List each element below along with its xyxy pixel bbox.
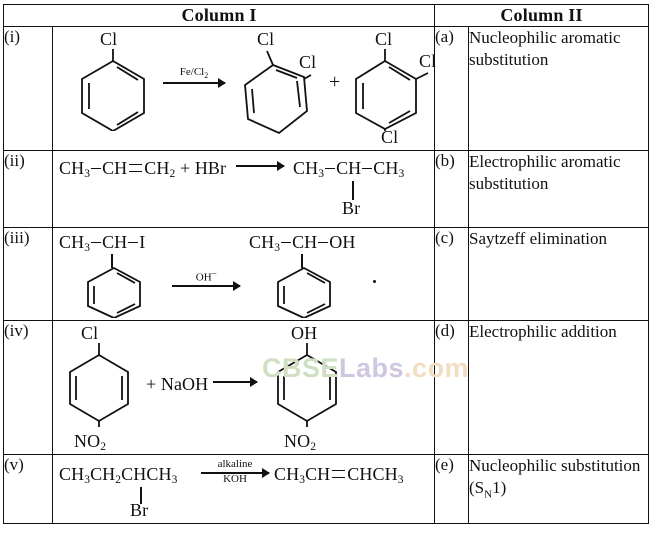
benzene-ring-product-iii xyxy=(277,266,331,318)
reaction-arrow-iii: OH– xyxy=(172,268,241,292)
option-text-c: Saytzeff elimination xyxy=(467,227,649,321)
column2-header: Column II xyxy=(433,4,649,27)
stray-dot-iii xyxy=(373,280,376,283)
reagent-label-iii: OH– xyxy=(195,268,217,284)
substituent-br-v: Br xyxy=(130,500,149,520)
option-text-d: Electrophilic addition xyxy=(467,320,649,455)
reagent-naoh-iv: + NaOH xyxy=(146,374,209,394)
bond-vertical-ii xyxy=(352,181,354,200)
reactant-top-label-iv: Cl xyxy=(81,323,99,343)
product-bottom-label-iv: NO2 xyxy=(284,431,317,454)
row-number-ii: (ii) xyxy=(3,150,53,228)
reaction-arrow-iv xyxy=(213,377,258,387)
reaction-arrow-ii xyxy=(236,161,285,171)
bond-vertical-reactant-iii xyxy=(111,254,113,268)
option-text-b: Electrophilic aromatic substitution xyxy=(467,150,649,228)
product2-label-cl-side-i: Cl xyxy=(419,51,437,71)
reaction-cell-iv: Cl NO2 + NaOH OH xyxy=(52,320,435,455)
bond-vertical-v xyxy=(140,487,142,504)
reagent-above-v: alkaline xyxy=(217,458,253,470)
option-label-a: (a) xyxy=(434,26,469,151)
table-header-row: Column I Column II xyxy=(3,4,649,27)
reaction-arrow-v: alkaline KOH xyxy=(201,458,270,485)
product1-label-cl-side-i: Cl xyxy=(299,52,317,72)
product-top-label-iv: OH xyxy=(291,323,318,343)
option-label-b: (b) xyxy=(434,150,469,228)
matching-table: Column I Column II (i) Cl xyxy=(3,4,649,524)
product2-label-cl-top-i: Cl xyxy=(375,29,393,49)
benzene-ring-product1-i xyxy=(244,50,312,135)
reactant-formula-v: CH3CH2CHCH3 xyxy=(59,464,178,487)
bond-vertical-product-iii xyxy=(301,254,303,268)
reactant-bottom-label-iv: NO2 xyxy=(74,431,107,454)
reaction-arrow-i: Fe/Cl2 xyxy=(163,66,226,88)
worksheet-page: CBSELabs.com Column I Column II (i) Cl xyxy=(0,4,649,544)
table-row: (i) Cl Fe/Cl2 xyxy=(3,26,649,151)
table-row: (iv) Cl NO2 + NaOH xyxy=(3,320,649,455)
reactant-label-cl-i: Cl xyxy=(100,29,118,49)
benzene-ring-reactant-iv xyxy=(69,343,129,427)
option-label-d: (d) xyxy=(434,320,469,455)
row-number-i: (i) xyxy=(3,26,53,151)
plus-sign-i: + xyxy=(329,71,341,93)
reagent-below-v: KOH xyxy=(223,472,247,485)
row-number-iii: (iii) xyxy=(3,227,53,321)
row-number-v: (v) xyxy=(3,454,53,524)
substituent-br-ii: Br xyxy=(342,198,361,218)
reagent-label-i: Fe/Cl2 xyxy=(179,66,209,81)
product1-label-cl-top-i: Cl xyxy=(257,29,275,49)
column1-header: Column I xyxy=(3,4,435,27)
benzene-ring-reactant-i xyxy=(81,49,145,131)
row-number-iv: (iv) xyxy=(3,320,53,455)
option-label-e: (e) xyxy=(434,454,469,524)
product2-label-cl-bottom-i: Cl xyxy=(381,127,399,147)
benzene-ring-product2-i xyxy=(355,49,429,131)
option-label-c: (c) xyxy=(434,227,469,321)
option-text-a: Nucleophilic aromatic substitution xyxy=(467,26,649,151)
reaction-cell-i: Cl Fe/Cl2 Cl Cl xyxy=(52,26,437,151)
benzene-ring-product-iv xyxy=(277,343,337,427)
benzene-ring-reactant-iii xyxy=(87,266,141,318)
option-text-e: Nucleophilic substitution (SN1) xyxy=(467,454,649,524)
